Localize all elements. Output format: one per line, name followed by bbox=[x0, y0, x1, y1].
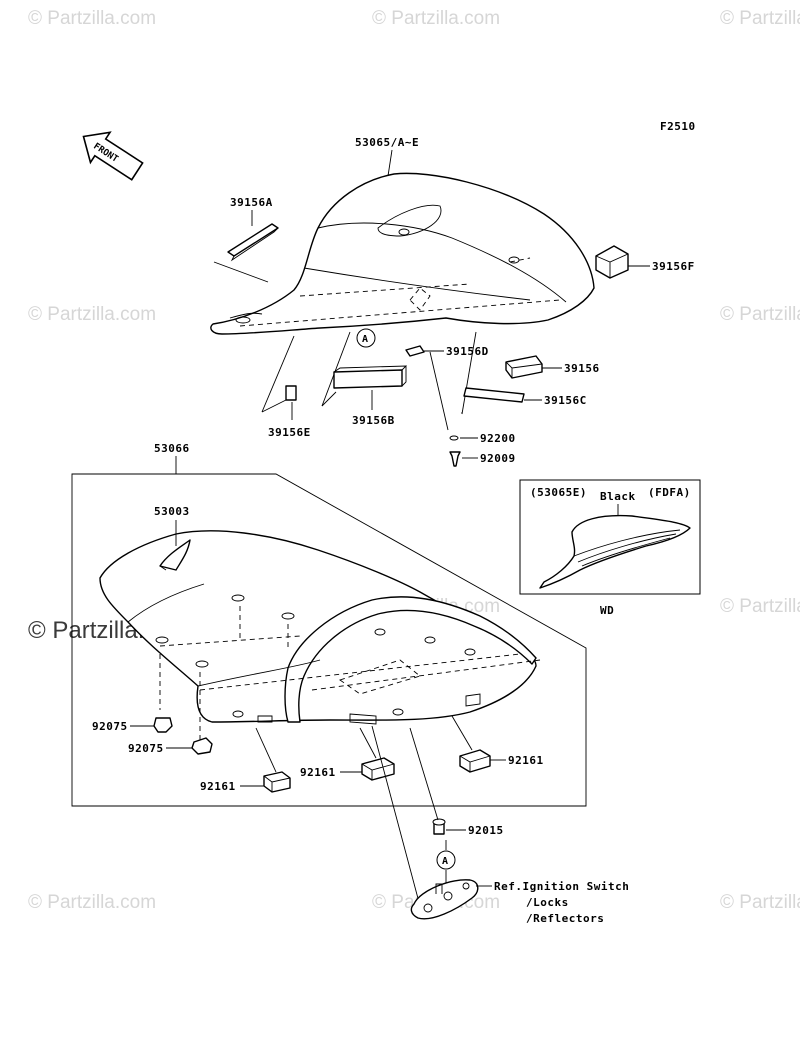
seat-cover bbox=[210, 172, 595, 335]
label-92009: 92009 bbox=[480, 452, 516, 465]
watermark: © Partzilla.com bbox=[720, 596, 800, 617]
label-92161-c: 92161 bbox=[508, 754, 544, 767]
label-53065: 53065/A~E bbox=[355, 136, 419, 149]
inset-color: Black bbox=[600, 490, 636, 503]
assembly-frame bbox=[71, 473, 587, 807]
watermark: © Partzilla.com bbox=[720, 892, 800, 913]
figure-code: F2510 bbox=[660, 120, 696, 133]
watermark: © Partzilla.com bbox=[28, 304, 156, 325]
part-39156E: 39156E bbox=[268, 385, 311, 439]
part-39156A: 39156A bbox=[227, 196, 279, 262]
label-39156: 39156 bbox=[564, 362, 600, 375]
watermark: © Partzilla.com bbox=[720, 304, 800, 325]
label-92075-a: 92075 bbox=[92, 720, 128, 733]
svg-text:/Locks: /Locks bbox=[526, 896, 569, 909]
part-39156C: 39156C bbox=[463, 387, 587, 407]
part-92161-a: 92161 bbox=[200, 727, 291, 793]
label-39156D: 39156D bbox=[446, 345, 489, 358]
svg-text:Ref.Ignition Switch: Ref.Ignition Switch bbox=[494, 880, 629, 893]
reference-note: Ref.Ignition Switch /Locks /Reflectors bbox=[494, 880, 629, 925]
part-39156: 39156 bbox=[505, 355, 600, 379]
watermark: © Partzilla.com bbox=[28, 8, 156, 29]
svg-text:/Reflectors: /Reflectors bbox=[526, 912, 604, 925]
label-92161-a: 92161 bbox=[200, 780, 236, 793]
label-92075-b: 92075 bbox=[128, 742, 164, 755]
part-39156F: 39156F bbox=[595, 245, 695, 279]
inset-variant: (53065E) bbox=[530, 486, 587, 499]
label-39156B: 39156B bbox=[352, 414, 395, 427]
part-92075-b: 92075 bbox=[128, 737, 213, 755]
part-92009: 92009 bbox=[449, 451, 516, 467]
callout-a-upper: A bbox=[356, 328, 376, 348]
svg-text:A: A bbox=[442, 856, 448, 867]
part-92075-a: 92075 bbox=[92, 717, 173, 733]
front-arrow-icon: FRONT bbox=[82, 131, 144, 181]
part-92161-c: 92161 bbox=[451, 715, 544, 773]
label-39156E: 39156E bbox=[268, 426, 311, 439]
part-39156B: 39156B bbox=[333, 365, 408, 427]
watermark: © Partzilla.com bbox=[372, 8, 500, 29]
part-39156D: 39156D bbox=[405, 345, 489, 358]
label-39156C: 39156C bbox=[544, 394, 587, 407]
lock-bracket bbox=[371, 725, 492, 920]
inset-box: (53065E) Black (FDFA) bbox=[519, 479, 701, 595]
part-92161-b: 92161 bbox=[300, 727, 395, 781]
part-92015: 92015 bbox=[409, 727, 504, 837]
label-53003: 53003 bbox=[154, 505, 190, 518]
callout-a-lower: A bbox=[436, 840, 456, 870]
watermark: © Partzilla.com bbox=[28, 892, 156, 913]
part-92200: 92200 bbox=[449, 432, 516, 445]
inset-code: (FDFA) bbox=[648, 486, 691, 499]
seat bbox=[99, 530, 541, 740]
label-92161-b: 92161 bbox=[300, 766, 336, 779]
label-92015: 92015 bbox=[468, 824, 504, 837]
watermark: © Partzilla.com bbox=[720, 8, 800, 29]
label-92200: 92200 bbox=[480, 432, 516, 445]
label-39156F: 39156F bbox=[652, 260, 695, 273]
label-39156A: 39156A bbox=[230, 196, 273, 209]
svg-text:A: A bbox=[362, 334, 368, 345]
part-53003: 53003 bbox=[154, 505, 191, 571]
inset-region: WD bbox=[600, 604, 614, 617]
label-53066: 53066 bbox=[154, 442, 190, 455]
